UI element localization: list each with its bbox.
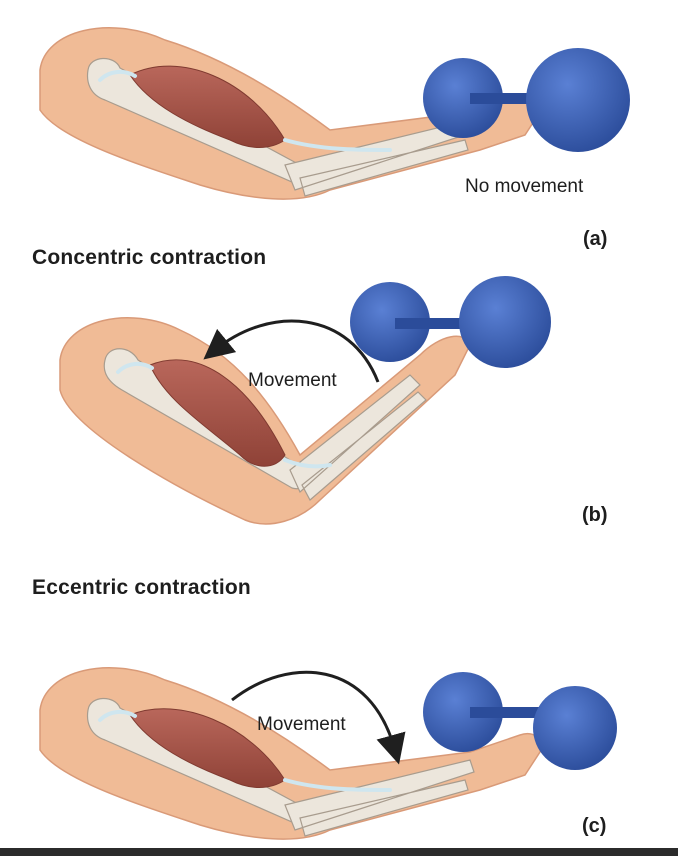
panel-a-dumbbell — [423, 48, 630, 152]
panel-c-dumbbell-weight-right — [533, 686, 617, 770]
panel-c-dumbbell-weight-left — [423, 672, 503, 752]
panel-a-note: No movement — [465, 176, 584, 197]
panel-b-forearm-bones — [289, 374, 427, 501]
panel-b-arm — [59, 317, 471, 525]
panel-b-movement-arrow — [203, 319, 380, 383]
panel-b-biceps — [149, 359, 286, 467]
panel-c-forearm-bones — [284, 759, 475, 837]
heading-eccentric: Eccentric contraction — [32, 576, 251, 599]
panel-a-arm — [39, 27, 542, 200]
panel-c-note: Movement — [257, 714, 346, 735]
panel-c-biceps — [129, 708, 286, 788]
panel-a-dumbbell-handle — [470, 93, 560, 104]
panel-b-dumbbell-handle — [395, 318, 485, 329]
panel-b-dumbbell — [350, 276, 551, 368]
panel-a-tendon — [98, 69, 392, 152]
panel-c-movement-arrow — [231, 670, 406, 765]
heading-concentric: Concentric contraction — [32, 246, 267, 269]
panel-c-tag: (c) — [582, 815, 607, 837]
panel-a-tag: (a) — [583, 228, 608, 250]
panel-b-dumbbell-weight-right — [459, 276, 551, 368]
panel-c-dumbbell — [423, 672, 617, 770]
panel-a-dumbbell-weight-right — [526, 48, 630, 152]
panel-b-tag: (b) — [582, 504, 608, 526]
panel-b-tendon — [116, 361, 332, 469]
panel-c-arm — [39, 667, 542, 840]
panel-a-biceps — [129, 65, 286, 148]
bottom-border — [0, 848, 678, 856]
panel-c-tendon — [98, 709, 392, 792]
panel-b-dumbbell-weight-left — [350, 282, 430, 362]
panel-c-dumbbell-handle — [470, 707, 560, 718]
panel-b-note: Movement — [248, 370, 337, 391]
panel-a-dumbbell-weight-left — [423, 58, 503, 138]
